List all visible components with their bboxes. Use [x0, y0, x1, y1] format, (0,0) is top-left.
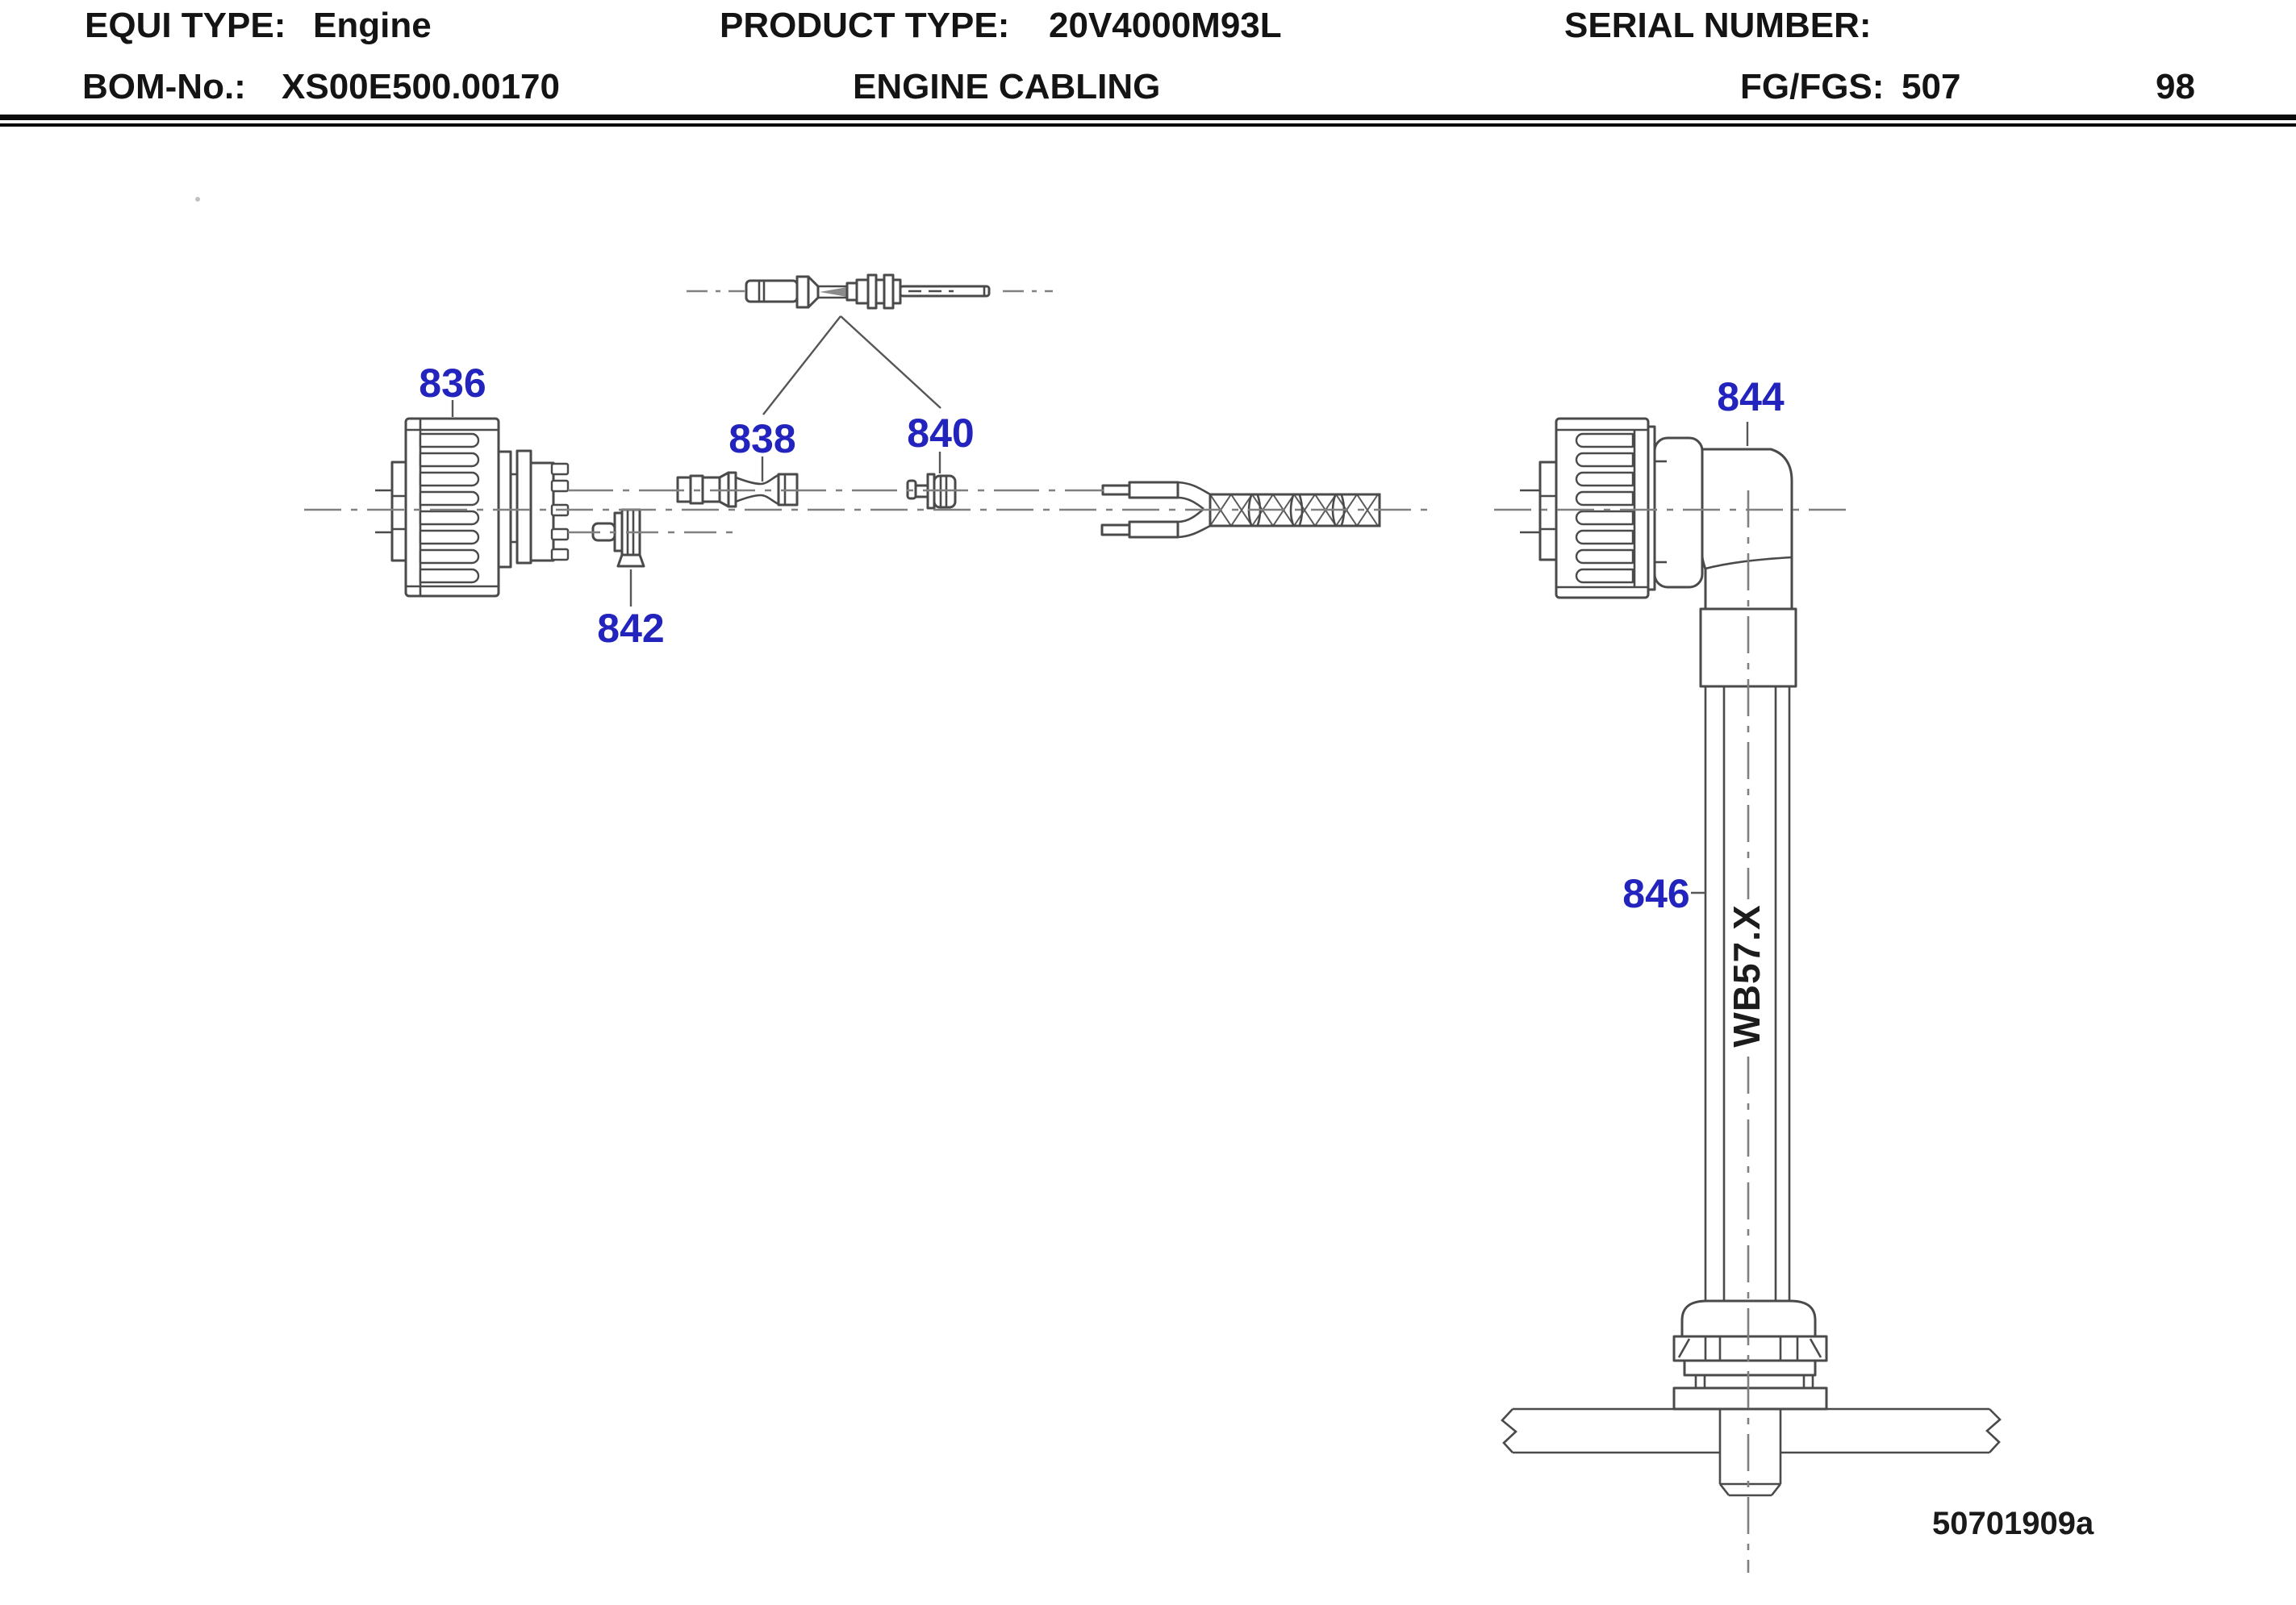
page-number: 98 [2156, 67, 2195, 106]
header-divider-thin [0, 123, 2296, 127]
scan-speck [195, 197, 200, 202]
centerlines [304, 489, 1849, 1573]
part-label-838: 838 [728, 416, 795, 461]
contact-pin-assembly-drawing [687, 273, 1053, 415]
part-label-844: 844 [1717, 374, 1785, 419]
equi-type-value: Engine [313, 6, 432, 45]
header-divider-thick [0, 115, 2296, 120]
part-842-drawing [591, 508, 645, 568]
bulkhead-gland-drawing [1672, 1299, 1828, 1411]
threaded-stud-drawing [1718, 1409, 1782, 1497]
cable-marking-group: WB57.X [1726, 899, 1768, 1053]
drawing-title: ENGINE CABLING [853, 67, 1161, 106]
part-label-846: 846 [1622, 871, 1689, 916]
part-label-840: 840 [907, 411, 974, 456]
panel-drawing [1501, 1407, 2002, 1454]
cable-marking-text: WB57.X [1726, 904, 1768, 1047]
bom-no-value: XS00E500.00170 [282, 67, 560, 106]
fg-fgs-value: 507 [1902, 67, 1961, 106]
equi-type-label: EQUI TYPE: [85, 6, 286, 45]
panel-break-left [1501, 1408, 1517, 1453]
cable-846-drawing [1704, 686, 1791, 1301]
fg-fgs-label: FG/FGS: [1740, 67, 1885, 106]
cable-marking-backing [1728, 899, 1767, 1053]
panel-break-right [1985, 1408, 2002, 1453]
callout-line-838 [762, 315, 841, 415]
bom-no-label: BOM-No.: [82, 67, 246, 106]
product-type-value: 20V4000M93L [1049, 6, 1282, 45]
figure-number: 50701909a [1932, 1506, 2094, 1541]
serial-number-label: SERIAL NUMBER: [1564, 6, 1872, 45]
part-label-842: 842 [597, 606, 664, 651]
product-type-label: PRODUCT TYPE: [720, 6, 1010, 45]
part-label-836: 836 [419, 361, 486, 406]
callout-line-840 [840, 315, 941, 409]
leader-lines [451, 400, 1749, 894]
forked-braided-cable-drawing [1100, 481, 1381, 539]
connector-836-drawing [375, 417, 570, 598]
connector-844-drawing [1520, 417, 1797, 688]
